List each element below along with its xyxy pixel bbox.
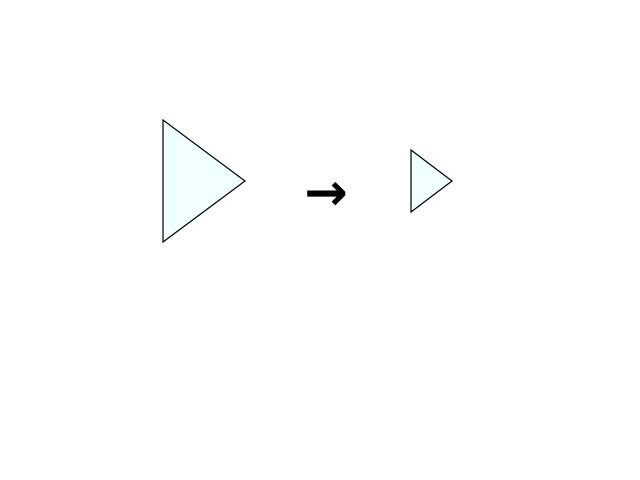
small-triangle — [410, 148, 453, 214]
large-triangle — [162, 118, 247, 244]
transform-arrow: → — [304, 163, 348, 223]
